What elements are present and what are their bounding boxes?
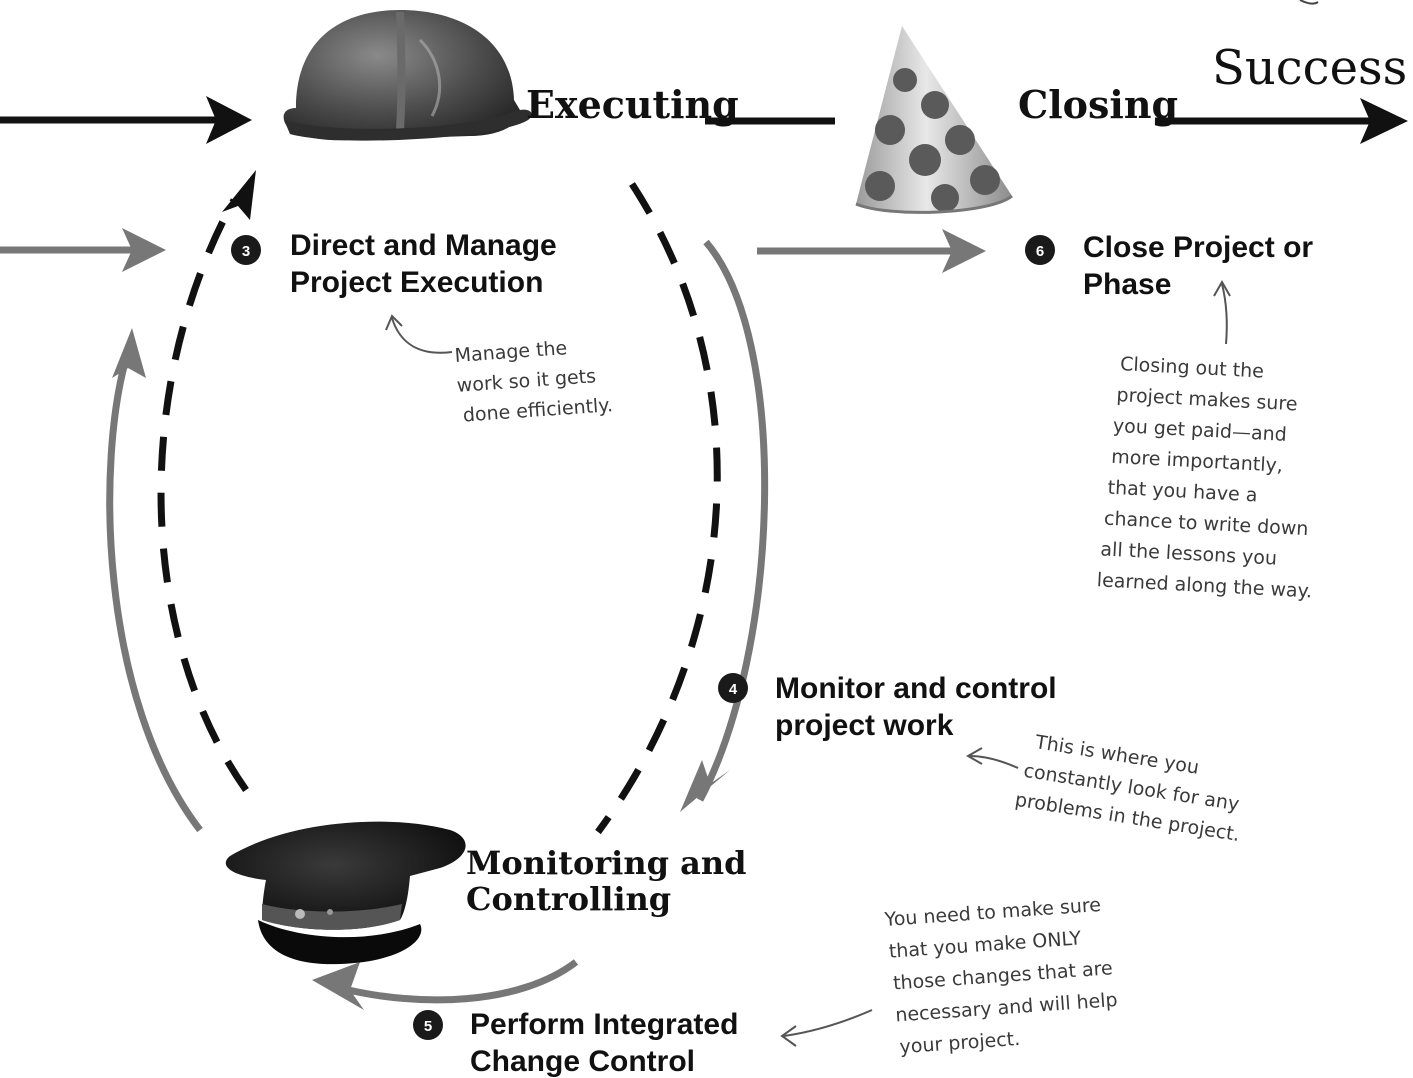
note-closing-line3: you get paid—and [1112, 415, 1287, 446]
step-number-6: 6 [1036, 243, 1044, 260]
officer-cap-icon [225, 821, 466, 965]
note-change-line4: necessary and will help [895, 989, 1119, 1026]
step-badge-3 [231, 235, 261, 265]
note-closing-line4: more importantly, [1111, 446, 1284, 477]
dashed-left-arc [157, 198, 249, 793]
process-6-line1: Close Project or [1083, 231, 1313, 264]
closing-phase-label: Closing [1018, 82, 1178, 127]
hard-hat-icon [283, 10, 532, 141]
process-4: 4 Monitor and control project work [718, 672, 1057, 742]
dashed-loop [157, 170, 721, 835]
process-4-line1: Monitor and control [775, 672, 1057, 705]
step-number-4: 4 [729, 681, 738, 698]
process-5: 5 Perform Integrated Change Control [413, 1008, 738, 1078]
note-closing-line6: chance to write down [1104, 507, 1309, 540]
dashed-left-arrowhead [222, 170, 256, 220]
step-badge-5 [413, 1010, 443, 1040]
note-manage-line2: work so it gets [456, 365, 597, 397]
note-closing-line5: that you have a [1107, 477, 1258, 507]
success-label: Success! [1212, 40, 1413, 96]
note-change-line1: You need to make sure [883, 894, 1102, 931]
bottom-gray-arc-arrowhead [312, 962, 364, 1010]
note-closing-line8: learned along the way. [1096, 569, 1312, 602]
to-close-gray-arrowhead [942, 229, 986, 273]
process-4-line2: project work [775, 709, 954, 742]
note-change: You need to make sure that you make ONLY… [780, 894, 1119, 1058]
dashed-right-arc [595, 182, 721, 835]
note-closing: Closing out the project makes sure you g… [1096, 279, 1313, 602]
process-6-line2: Phase [1083, 268, 1171, 301]
right-gray-arc [696, 239, 769, 802]
step-badge-4 [718, 673, 748, 703]
process-3-line1: Direct and Manage [290, 229, 557, 262]
note-change-line2: that you make ONLY [888, 927, 1082, 962]
note-change-pointer [783, 1009, 873, 1037]
note-manage-line3: done efficiently. [462, 394, 613, 426]
note-change-line5: your project. [899, 1028, 1021, 1058]
note-change-line3: those changes that are [892, 957, 1113, 994]
step-number-3: 3 [242, 243, 250, 260]
step-number-5: 5 [424, 1018, 432, 1035]
note-closing-line2: project makes sure [1116, 384, 1298, 415]
note-closing-pointer [1221, 283, 1228, 345]
incoming-black-arrowhead [206, 96, 252, 144]
closing-to-success-arrowhead [1360, 98, 1408, 144]
note-closing-line7: all the lessons you [1100, 538, 1278, 569]
right-gray-arc-arrowhead [680, 760, 730, 812]
note-manage-line1: Manage the [454, 337, 568, 367]
process-flow-arrows [0, 228, 986, 1010]
process-6: 6 Close Project or Phase [1025, 231, 1313, 301]
left-gray-arc [106, 350, 203, 833]
bottom-gray-arc [339, 959, 579, 1004]
monitoring-phase-label-line2: Controlling [466, 880, 671, 918]
step-badge-6 [1025, 235, 1055, 265]
process-3: 3 Direct and Manage Project Execution [231, 229, 557, 299]
process-5-line2: Change Control [470, 1045, 695, 1078]
left-gray-arc-arrowhead [112, 328, 146, 378]
success-curl-arrow [1299, 0, 1319, 5]
note-manage: Manage the work so it gets done efficien… [385, 314, 614, 427]
incoming-gray-arrowhead [122, 228, 166, 272]
main-flow-arrows [0, 0, 1408, 144]
process-5-line1: Perform Integrated [470, 1008, 738, 1041]
monitoring-phase-label-line1: Monitoring and [466, 844, 746, 882]
note-closing-line1: Closing out the [1120, 353, 1265, 382]
executing-phase-label: Executing [526, 82, 739, 127]
note-monitor: This is where you constantly look for an… [965, 731, 1241, 846]
note-manage-pointer [391, 317, 453, 354]
process-3-line2: Project Execution [290, 266, 543, 299]
party-hat-icon [855, 26, 1013, 214]
note-monitor-pointer [969, 755, 1019, 769]
